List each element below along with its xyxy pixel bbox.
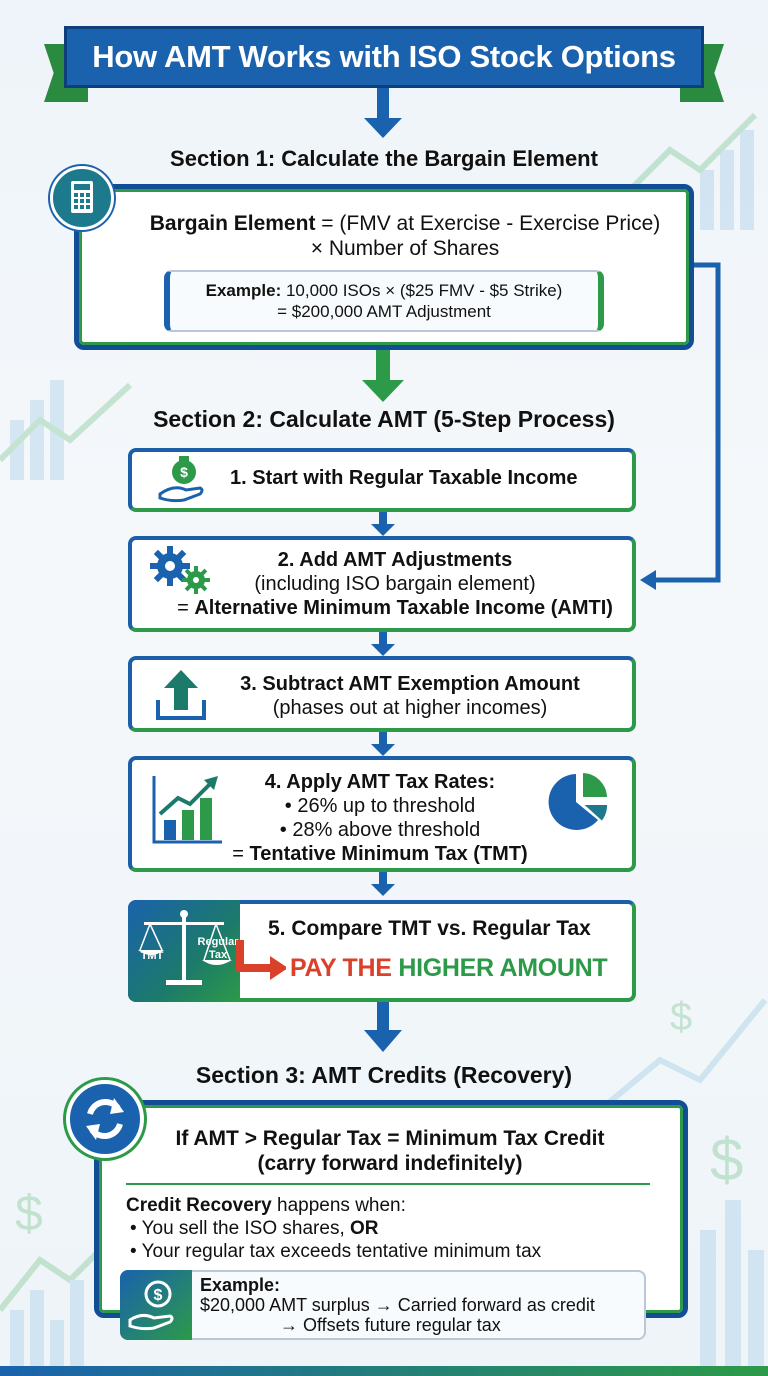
bargain-example-box	[164, 270, 604, 332]
svg-text:$: $	[180, 464, 188, 480]
refresh-cycle-icon	[66, 1080, 144, 1158]
step3-box	[128, 656, 636, 732]
higher-amount: HIGHER AMOUNT	[398, 954, 608, 982]
step1-box	[128, 448, 636, 512]
example-rest: 10,000 ISOs × ($25 FMV - $5 Strike)	[285, 281, 563, 300]
scale-label-regular: Regular Tax	[194, 936, 242, 962]
pay-higher-text: PAY THE HIGHER AMOUNT	[290, 954, 608, 983]
svg-text:$: $	[154, 1287, 163, 1304]
pay-higher-banner	[286, 948, 626, 990]
section1-title: Section 1: Calculate the Bargain Element	[170, 146, 598, 171]
money-bag-hand-icon: $	[158, 456, 204, 503]
scale-label-tmt: TMT	[140, 950, 164, 962]
pie-chart-icon	[548, 772, 610, 830]
svg-text:$: $	[15, 1185, 43, 1241]
step2-result: Alternative Minimum Taxable Income (AMTI…	[194, 597, 613, 619]
credit-recovery-text: Credit Recovery happens when: • You sell…	[126, 1194, 666, 1263]
svg-text:$: $	[670, 995, 692, 1039]
red-arrow-icon	[236, 940, 288, 980]
bullet2: • Your regular tax exceeds tentative min…	[130, 1241, 542, 1262]
credit-headline: If AMT > Regular Tax = Minimum Tax Credi…	[110, 1126, 670, 1176]
example-line2: = $200,000 AMT Adjustment	[277, 302, 491, 321]
step4-text: 4. Apply AMT Tax Rates: • 26% up to thre…	[220, 770, 540, 866]
step3-sub: (phases out at higher incomes)	[272, 697, 548, 719]
credit-headline-1: If AMT > Regular Tax = Minimum Tax Credi…	[175, 1127, 605, 1150]
credit-divider	[126, 1183, 650, 1185]
section2-title: Section 2: Calculate AMT (5-Step Process…	[153, 406, 615, 432]
step5-title: 5. Compare TMT vs. Regular Tax	[268, 917, 591, 940]
bargain-element-formula: Bargain Element = (FMV at Exercise - Exe…	[110, 211, 700, 261]
bar-chart-growth-icon	[152, 776, 222, 844]
step2-sub: (including ISO bargain element)	[254, 573, 536, 595]
credit-example-line1: $20,000 AMT surplus → Carried forward as…	[200, 1295, 595, 1315]
bottom-stripe	[0, 1366, 768, 1376]
scale-label-regular-2: Tax	[208, 949, 228, 961]
background-dollar-chart-right: $ $	[600, 995, 768, 1370]
formula-label: Bargain Element	[149, 212, 316, 235]
pay-the: PAY THE	[290, 954, 392, 982]
svg-text:$: $	[710, 1126, 743, 1193]
background-growth-chart-right	[627, 112, 758, 230]
recovery-label: Credit Recovery	[126, 1195, 272, 1216]
bullet1-pre: • You sell the ISO shares,	[130, 1218, 345, 1239]
section3-title: Section 3: AMT Credits (Recovery)	[195, 1062, 573, 1088]
step3-title: 3. Subtract AMT Exemption Amount	[240, 673, 580, 695]
step2-eq: =	[177, 597, 189, 619]
credit-headline-2: (carry forward indefinitely)	[257, 1152, 523, 1175]
calculator-icon	[50, 166, 114, 230]
credit-example-label: Example:	[200, 1275, 281, 1295]
step3-text: 3. Subtract AMT Exemption Amount (phases…	[200, 672, 620, 720]
upload-arrow-icon	[156, 670, 206, 720]
formula-line2: × Number of Shares	[310, 237, 500, 260]
step4-result: Tentative Minimum Tax (TMT)	[249, 843, 528, 865]
bullet1-bold: OR	[350, 1218, 379, 1239]
recovery-rest: happens when:	[277, 1195, 406, 1216]
step4-eq: =	[232, 843, 244, 865]
step2-title: 2. Add AMT Adjustments	[277, 549, 513, 571]
gears-icon	[150, 546, 210, 594]
step4-rate1: • 26% up to threshold	[284, 795, 476, 817]
step1-text: 1. Start with Regular Taxable Income	[230, 467, 578, 489]
example-label: Example:	[205, 281, 282, 300]
formula-rest: = (FMV at Exercise - Exercise Price)	[321, 212, 661, 235]
scale-label-regular-1: Regular	[197, 936, 239, 948]
step4-rate2: • 28% above threshold	[279, 819, 481, 841]
hand-coin-icon: $	[128, 1280, 174, 1331]
step2-text: 2. Add AMT Adjustments (including ISO ba…	[170, 548, 620, 620]
page-title: How AMT Works with ISO Stock Options	[64, 26, 704, 88]
background-growth-chart-left	[0, 380, 133, 480]
step2-box	[128, 536, 636, 632]
balance-scale-icon	[138, 910, 232, 985]
credit-example-text: Example: $20,000 AMT surplus → Carried f…	[200, 1275, 640, 1335]
credit-example-line2: → Offsets future regular tax	[280, 1315, 501, 1335]
step4-title: 4. Apply AMT Tax Rates:	[264, 771, 496, 793]
bargain-example-text: Example: 10,000 ISOs × ($25 FMV - $5 Str…	[170, 280, 598, 322]
credit-example-box	[120, 1270, 646, 1340]
